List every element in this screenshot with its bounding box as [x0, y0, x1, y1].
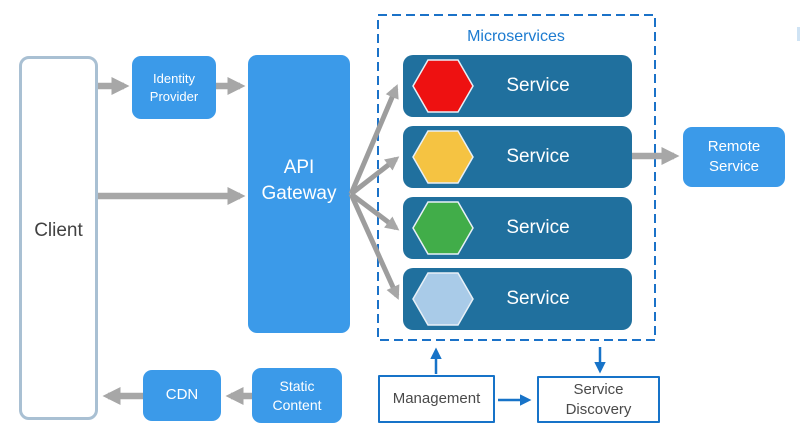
yellow-hexagon-icon: [412, 130, 474, 184]
service-discovery-node: Service Discovery: [537, 376, 660, 423]
service-node-2: Service: [403, 126, 632, 188]
arrow-api-gateway-to-service-4: [348, 192, 400, 300]
api-gateway-label: API Gateway: [261, 157, 337, 204]
client-label: Client: [34, 220, 83, 241]
clipped-edge-shape: [797, 27, 800, 41]
green-hexagon-icon: [412, 201, 474, 255]
static-content-node: Static Content: [252, 368, 342, 423]
arrow-api-gateway-to-service-1: [348, 84, 399, 195]
remote-service-node: Remote Service: [683, 127, 785, 187]
service-node-4: Service: [403, 268, 632, 330]
service-node-3: Service: [403, 197, 632, 259]
cdn-label: CDN: [165, 386, 199, 404]
green-hexagon-shape: [412, 201, 474, 255]
service-discovery-label: Service Discovery: [565, 381, 632, 418]
arrow-api-gateway-to-service-3: [349, 192, 400, 231]
cdn-node: CDN: [143, 370, 221, 421]
yellow-hexagon-shape: [412, 130, 474, 184]
static-content-label: Static Content: [272, 377, 322, 413]
api-gateway-node: API Gateway: [248, 55, 350, 333]
red-hexagon-shape: [412, 59, 474, 113]
service-label-1: Service: [506, 75, 570, 96]
arrow-api-gateway-to-service-2: [349, 156, 400, 196]
identity-provider-label: Identity Provider: [149, 70, 199, 104]
service-label-3: Service: [506, 217, 570, 238]
microservices-container-title: Microservices: [467, 28, 565, 45]
service-label-4: Service: [506, 288, 570, 309]
management-label: Management: [392, 390, 481, 408]
remote-service-label: Remote Service: [707, 137, 761, 175]
management-node: Management: [378, 375, 495, 423]
light-blue-hexagon-icon: [412, 272, 474, 326]
identity-provider-node: Identity Provider: [132, 56, 216, 119]
service-node-1: Service: [403, 55, 632, 117]
red-hexagon-icon: [412, 59, 474, 113]
service-label-2: Service: [506, 146, 570, 167]
light-blue-hexagon-shape: [412, 272, 474, 326]
client-node: Client: [19, 56, 98, 420]
